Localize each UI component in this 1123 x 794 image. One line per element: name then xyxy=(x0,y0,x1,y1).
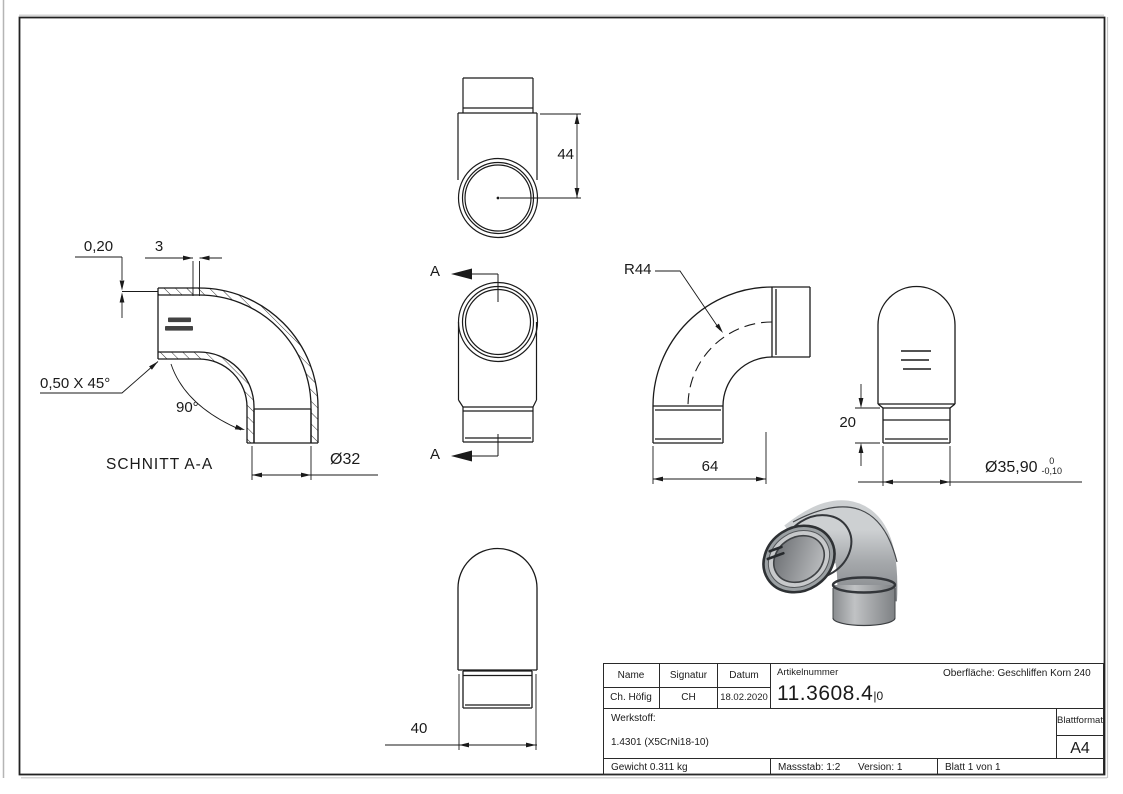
right-view xyxy=(855,285,1082,486)
blatt-value: Blatt 1 von 1 xyxy=(945,762,1001,773)
blattformat-label: Blattformat xyxy=(1057,715,1103,726)
sheet-frame xyxy=(2,0,1109,779)
dim-40: 40 xyxy=(410,720,428,737)
dia-tolerance: 0-0,10 xyxy=(1041,456,1062,476)
artikelnummer-value: 11.3608.4|0 xyxy=(777,682,884,705)
datum-label: Datum xyxy=(729,670,759,681)
bottom-view xyxy=(385,547,538,750)
artikelnummer-label: Artikelnummer xyxy=(777,667,839,678)
signatur-label: Signatur xyxy=(669,670,708,681)
section-view xyxy=(40,255,378,480)
dim-44: 44 xyxy=(557,146,574,163)
werkstoff-label: Werkstoff: xyxy=(611,713,656,724)
massstab-value: Massstab: 1:2 xyxy=(778,762,841,773)
blattformat-value: A4 xyxy=(1070,740,1090,757)
section-title: SCHNITT A-A xyxy=(106,456,214,473)
author-initials: CH xyxy=(681,692,696,703)
section-label-a-top: A xyxy=(430,263,441,280)
dim-3: 3 xyxy=(154,238,164,255)
dim-20: 20 xyxy=(839,414,856,431)
dim-r44: R44 xyxy=(624,261,652,278)
werkstoff-value: 1.4301 (X5CrNi18-10) xyxy=(611,737,709,748)
author-name: Ch. Höfig xyxy=(610,692,652,703)
dim-0-20: 0,20 xyxy=(83,238,114,255)
dim-chamfer: 0,50 X 45° xyxy=(40,375,111,392)
dim-dia-32: Ø32 xyxy=(330,451,361,468)
top-view xyxy=(457,77,581,239)
front-view xyxy=(451,268,539,462)
socket-opening xyxy=(762,524,836,594)
gewicht-value: Gewicht 0.311 kg xyxy=(611,762,688,773)
dia-value: Ø35,90 xyxy=(985,459,1038,477)
version-value: Version: 1 xyxy=(858,762,903,773)
section-label-a-bottom: A xyxy=(430,446,441,463)
render-engraving xyxy=(766,545,785,561)
dim-angle-90: 90° xyxy=(176,399,199,416)
part-marking xyxy=(165,317,193,331)
title-block-border xyxy=(603,663,1104,775)
dim-64: 64 xyxy=(701,458,719,475)
oberflaeche-value: Oberfläche: Geschliffen Korn 240 xyxy=(943,668,1091,679)
side-view xyxy=(652,270,811,484)
name-label: Name xyxy=(617,670,645,681)
date-value: 18.02.2020 xyxy=(720,692,768,703)
render-3d xyxy=(762,500,898,627)
